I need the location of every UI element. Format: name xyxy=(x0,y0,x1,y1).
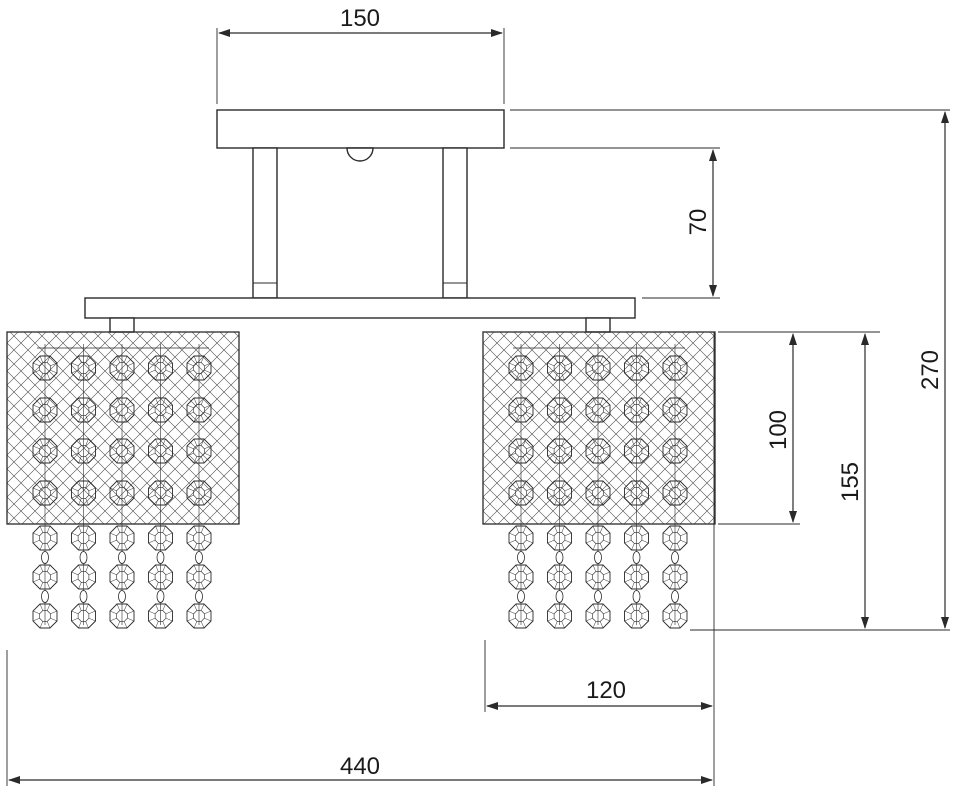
crystal-bead xyxy=(585,564,611,590)
crystal-bead xyxy=(186,397,212,423)
crystal-bead xyxy=(508,438,534,464)
crystal-bead xyxy=(662,438,688,464)
left-rod xyxy=(252,147,278,299)
crystal-bead xyxy=(662,355,688,381)
crystal-bead xyxy=(109,438,135,464)
crystal-bead xyxy=(624,397,649,423)
crystal-bead xyxy=(662,525,688,551)
right-holder xyxy=(585,317,611,333)
crystal-bead xyxy=(109,480,135,506)
crystal-bead xyxy=(32,355,58,381)
crystal-bead xyxy=(508,564,534,590)
crystal-bead xyxy=(585,397,611,423)
right-shade xyxy=(482,331,716,629)
crystal-bead xyxy=(71,480,96,506)
crystal-bead xyxy=(624,525,649,551)
dimension-lines xyxy=(8,29,949,784)
extension-lines xyxy=(6,28,950,786)
label-shade-height: 100 xyxy=(765,410,792,450)
label-total-height: 270 xyxy=(917,350,944,390)
crystal-bead xyxy=(148,438,173,464)
crystal-bead xyxy=(148,480,173,506)
crystal-bead xyxy=(186,603,212,629)
crossbar xyxy=(84,297,636,319)
mounting-screw xyxy=(346,147,374,162)
crystal-bead xyxy=(547,603,572,629)
crystal-bead xyxy=(624,564,649,590)
mesh-shade xyxy=(6,331,240,525)
crystal-bead xyxy=(547,397,572,423)
crystal-bead xyxy=(585,355,611,381)
crystal-bead xyxy=(71,564,96,590)
crystal-bead xyxy=(32,525,58,551)
label-canopy-width: 150 xyxy=(340,5,380,32)
crystal-bead xyxy=(32,397,58,423)
crystal-bead xyxy=(624,355,649,381)
crystal-bead xyxy=(109,525,135,551)
dimension-labels: 150 70 270 100 155 120 440 xyxy=(340,5,944,780)
crystal-bead xyxy=(585,525,611,551)
label-rod-height: 70 xyxy=(685,209,712,236)
crystal-bead xyxy=(662,564,688,590)
crystal-bead xyxy=(624,480,649,506)
crystal-bead xyxy=(547,480,572,506)
ceiling-canopy xyxy=(216,109,505,149)
crystal-bead xyxy=(71,397,96,423)
crystal-bead xyxy=(662,603,688,629)
crystal-bead xyxy=(624,603,649,629)
crystal-bead xyxy=(547,438,572,464)
crystal-bead xyxy=(32,480,58,506)
left-shade xyxy=(6,331,240,629)
crystal-bead xyxy=(148,525,173,551)
crystal-bead xyxy=(148,355,173,381)
crystal-bead xyxy=(71,603,96,629)
crystal-bead xyxy=(186,355,212,381)
label-fixture-height: 155 xyxy=(837,462,864,502)
crystal-bead xyxy=(109,397,135,423)
crystal-bead xyxy=(186,438,212,464)
crystal-bead xyxy=(662,397,688,423)
crystal-bead xyxy=(186,564,212,590)
crystal-bead xyxy=(624,438,649,464)
crystal-bead xyxy=(109,355,135,381)
crystal-bead xyxy=(585,438,611,464)
crystal-bead xyxy=(547,525,572,551)
label-shade-width: 120 xyxy=(586,677,626,704)
crystal-bead xyxy=(508,525,534,551)
crystal-bead xyxy=(547,355,572,381)
crystal-bead xyxy=(71,438,96,464)
crystal-bead xyxy=(508,355,534,381)
crystal-bead xyxy=(508,480,534,506)
crystal-bead xyxy=(148,564,173,590)
crystal-bead xyxy=(71,355,96,381)
crystal-bead xyxy=(148,397,173,423)
crystal-bead xyxy=(508,397,534,423)
label-total-width: 440 xyxy=(340,753,380,780)
crystal-bead xyxy=(662,480,688,506)
fixture xyxy=(6,109,716,629)
crystal-bead xyxy=(585,603,611,629)
left-holder xyxy=(109,317,135,333)
crystal-bead xyxy=(71,525,96,551)
right-rod xyxy=(442,147,468,299)
crystal-bead xyxy=(32,603,58,629)
mesh-shade xyxy=(482,331,716,525)
crystal-bead xyxy=(109,603,135,629)
crystal-bead xyxy=(32,438,58,464)
crystal-bead xyxy=(508,603,534,629)
crystal-bead xyxy=(109,564,135,590)
crystal-bead xyxy=(186,480,212,506)
crystal-bead xyxy=(32,564,58,590)
crystal-bead xyxy=(547,564,572,590)
crystal-bead xyxy=(585,480,611,506)
crystal-bead xyxy=(148,603,173,629)
crystal-bead xyxy=(186,525,212,551)
